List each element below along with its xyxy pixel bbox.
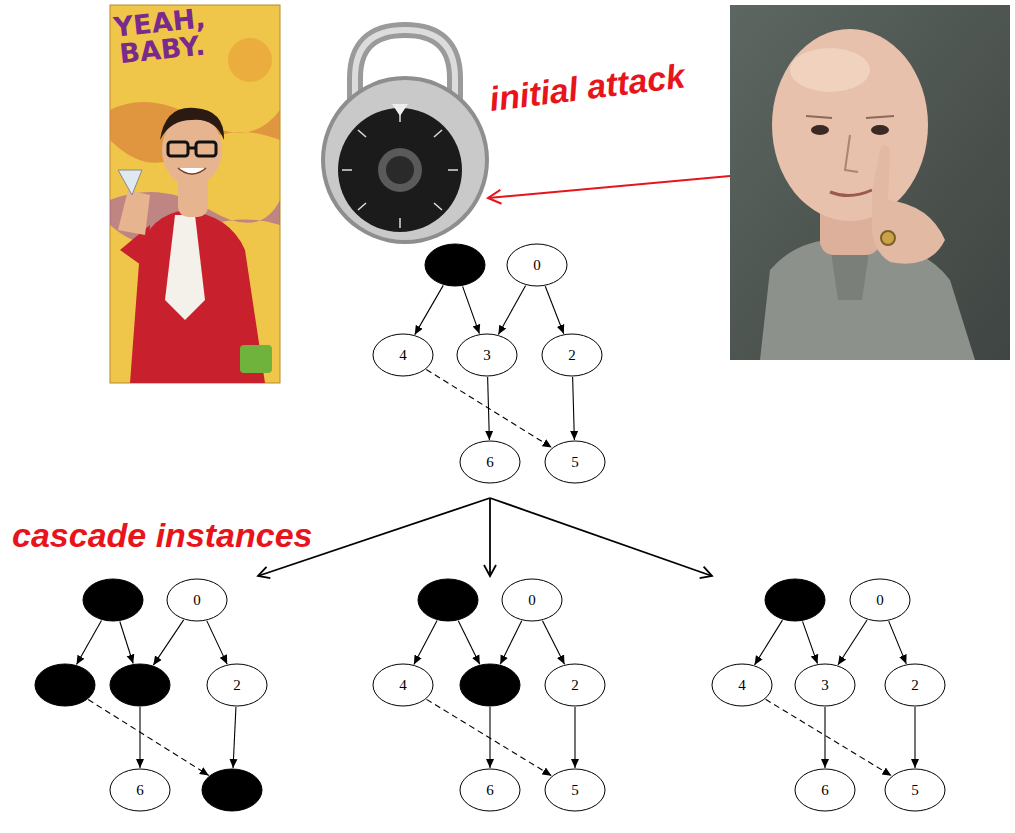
node-label: 0 [528,592,536,609]
edge-arrow [427,699,552,775]
graph-node [109,663,171,707]
edge-arrow [207,621,227,664]
graph-node [459,663,521,707]
edge-arrow [914,707,915,768]
edge-arrow [824,707,825,768]
graph-node: 2 [206,663,268,707]
edge-arrow [766,699,892,775]
edge-arrow [755,620,783,665]
node-label: 2 [911,677,919,694]
graph-node: 2 [541,333,603,377]
graph-node: 0 [849,578,911,622]
node-label: 2 [571,677,579,694]
node-outline [424,243,486,287]
edge-arrow [498,285,525,334]
node-label: 0 [876,592,884,609]
graph-node: 0 [501,578,563,622]
graph-node: 6 [459,440,521,484]
edge-arrow [500,621,521,664]
node-outline [82,578,144,622]
graph-node: 5 [544,440,606,484]
graph-node: 0 [166,578,228,622]
edge-arrow [77,620,102,664]
graph-node: 5 [884,768,946,812]
graph-node: 4 [372,663,434,707]
node-outline [109,663,171,707]
node-label: 0 [533,257,541,274]
graph-node: 2 [544,663,606,707]
graph-node: 6 [794,768,856,812]
node-outline [417,578,479,622]
edge-arrow [414,621,437,665]
villain-image [730,5,1010,360]
node-label: 6 [136,782,144,799]
edge-arrow [889,621,907,664]
graph-node: 2 [884,663,946,707]
graph-node [34,663,96,707]
graph-node: 6 [459,768,521,812]
node-label: 4 [399,347,407,364]
edge-arrow [426,370,551,448]
node-label: 2 [233,677,241,694]
graph-node [201,768,263,812]
attack-label: initial attack [487,56,687,119]
node-outline [764,578,826,622]
edge-arrow [542,621,564,665]
node-label: 5 [911,782,919,799]
edge-arrow [88,700,209,776]
node-label: 6 [821,782,829,799]
node-label: 4 [738,677,746,694]
edge-arrow [838,620,867,665]
edge-arrow [139,707,140,768]
node-label: 2 [568,347,576,364]
node-outline [34,663,96,707]
node-outline [201,768,263,812]
edge-arrow [573,377,575,440]
graph-node: 0 [506,243,568,287]
graph-node: 4 [711,663,773,707]
graph-node [424,243,486,287]
edge-arrow [415,285,443,334]
poster-text: YEAH, BABY. [108,4,213,68]
node-label: 0 [193,592,201,609]
graph-node [417,578,479,622]
edge-arrow [463,286,480,333]
edge-arrow [803,621,818,663]
fanout-arrows [258,498,712,576]
graph-node: 5 [544,768,606,812]
graph-node [764,578,826,622]
attack-arrow [488,176,730,198]
edge-arrow [233,707,236,768]
graph-node: 6 [109,768,171,812]
node-label: 5 [571,454,579,471]
node-label: 6 [486,782,494,799]
edge-arrow [458,621,479,664]
edge-arrow [545,286,564,334]
node-label: 5 [571,782,579,799]
edge-arrow [120,621,133,663]
cascade-label: cascade instances [12,516,313,555]
node-label: 3 [483,347,491,364]
edge-arrow [153,620,183,665]
node-label: 3 [821,677,829,694]
node-label: 6 [486,454,494,471]
node-outline [459,663,521,707]
graph-node: 3 [794,663,856,707]
graph-node: 4 [372,333,434,377]
graph-node [82,578,144,622]
node-label: 4 [399,677,407,694]
graph-node: 3 [456,333,518,377]
edge-arrow [574,707,575,768]
